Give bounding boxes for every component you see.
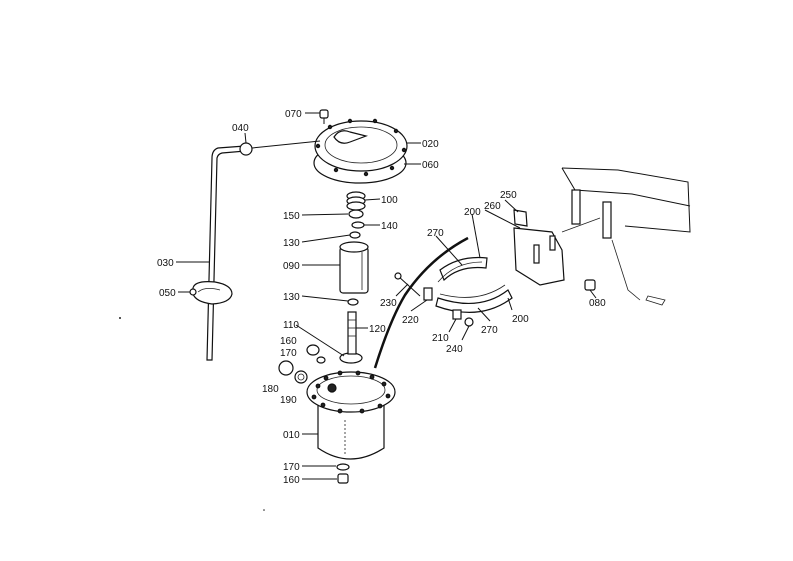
part-080-drain-cock[interactable]	[584, 279, 596, 291]
part-260-bracket[interactable]	[513, 227, 565, 286]
label-180: 180	[262, 384, 279, 395]
leader-lines	[176, 112, 597, 480]
part-040-banjo-fitting[interactable]	[239, 140, 321, 156]
part-230-screw[interactable]	[394, 272, 421, 297]
label-210: 210	[432, 333, 449, 344]
part-130-washer-upper[interactable]	[349, 231, 361, 239]
label-060: 060	[422, 160, 439, 171]
label-260: 260	[484, 201, 501, 212]
label-110: 110	[283, 320, 299, 331]
label-080: 080	[589, 298, 606, 309]
label-130-upper: 130	[283, 238, 300, 249]
part-160-plug-bottom[interactable]	[337, 473, 349, 484]
part-210-bolt[interactable]	[452, 309, 462, 320]
label-230: 230	[380, 298, 397, 309]
part-250-plate[interactable]	[513, 209, 528, 227]
part-070-cap[interactable]	[319, 109, 329, 124]
part-240-nut[interactable]	[464, 317, 474, 327]
label-190: 190	[280, 395, 297, 406]
part-160-plug-side[interactable]	[306, 344, 320, 356]
scan-speck	[263, 509, 265, 511]
part-200-strap-upper[interactable]	[439, 256, 488, 282]
label-150: 150	[283, 211, 300, 222]
part-200-strap-lower[interactable]	[435, 289, 513, 313]
label-140: 140	[381, 221, 398, 232]
label-070: 070	[285, 109, 302, 120]
part-270-pad-lower[interactable]	[439, 284, 506, 298]
part-050-clamp[interactable]	[189, 281, 233, 305]
label-270-upper: 270	[427, 228, 444, 239]
label-040: 040	[232, 123, 249, 134]
label-200-lower: 200	[512, 314, 529, 325]
part-180-nut[interactable]	[278, 360, 294, 376]
chassis-frame	[561, 167, 691, 306]
label-160-side: 160	[280, 336, 297, 347]
label-130-lower: 130	[283, 292, 300, 303]
label-200-upper: 200	[464, 207, 481, 218]
label-170-bottom: 170	[283, 462, 300, 473]
label-220: 220	[402, 315, 419, 326]
part-220-bolt[interactable]	[423, 287, 433, 301]
label-020: 020	[422, 139, 439, 150]
label-030: 030	[157, 258, 174, 269]
label-090: 090	[283, 261, 300, 272]
scan-speck	[119, 317, 121, 319]
part-100-spring[interactable]	[346, 191, 366, 211]
label-160-bottom: 160	[283, 475, 300, 486]
label-270-lower: 270	[481, 325, 498, 336]
label-010: 010	[283, 430, 300, 441]
part-140-oring[interactable]	[351, 221, 365, 229]
part-010-tank-body[interactable]	[306, 370, 396, 460]
part-090-filter-cartridge[interactable]	[339, 241, 369, 294]
part-170-washer-side[interactable]	[316, 356, 326, 364]
part-270-pad-upper[interactable]	[437, 261, 483, 283]
label-100: 100	[381, 195, 398, 206]
part-labels: 070 040 020 060 100 150 140 130 090 030 …	[157, 109, 606, 486]
part-130-washer-lower[interactable]	[347, 298, 359, 306]
fuel-hose	[373, 236, 469, 369]
part-020-cover[interactable]	[314, 118, 408, 177]
part-170-washer-bottom[interactable]	[336, 463, 350, 471]
label-050: 050	[159, 288, 176, 299]
label-170-side: 170	[280, 348, 297, 359]
label-250: 250	[500, 190, 517, 201]
part-190-washer[interactable]	[294, 370, 308, 384]
label-240: 240	[446, 344, 463, 355]
part-120-valve-stem[interactable]	[347, 311, 357, 355]
label-120: 120	[369, 324, 386, 335]
part-030-pickup-pipe[interactable]	[206, 145, 247, 361]
part-150-washer[interactable]	[348, 209, 364, 219]
